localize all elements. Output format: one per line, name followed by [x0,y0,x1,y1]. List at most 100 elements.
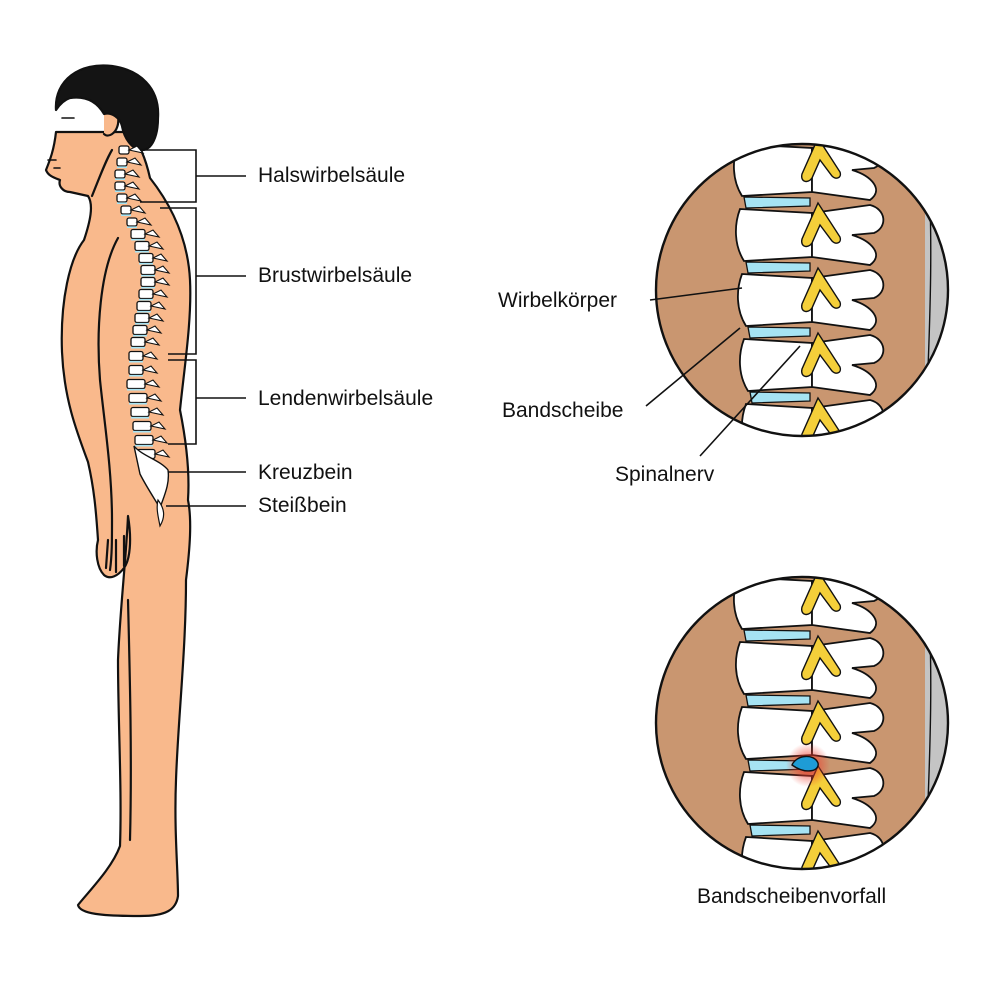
vertebra [114,169,126,179]
vertebral-body [739,771,813,825]
bracket-lumbar [168,359,197,445]
label-thoracic: Brustwirbelsäule [258,264,413,287]
spinous-process [153,265,171,274]
label-coccyx: Steißbein [258,494,347,517]
label-lumbar: Lendenwirbelsäule [258,387,434,410]
vertebra [130,228,146,240]
body-silhouette [44,130,192,918]
spinous-process [123,169,141,178]
intervertebral-disc [745,694,811,707]
vertebra [132,324,148,336]
spinous-process [149,421,167,430]
vertebra [134,312,150,324]
vertebra [140,276,156,288]
vertebra [128,350,144,362]
spinous-process [153,277,171,286]
spinous-process [143,379,161,388]
vertebra [118,145,130,155]
vertebral-body [739,338,813,392]
label-spinal-nerve: Spinalnerv [615,463,715,486]
vertebra [136,300,152,312]
detail-herniation [654,575,950,871]
spinous-process [141,351,159,360]
label-herniation: Bandscheibenvorfall [697,885,887,908]
spinous-process [147,313,165,322]
detail-leaders [645,287,801,457]
spinal-nerve [800,634,842,681]
intervertebral-disc [749,824,811,837]
spinous-process [125,193,143,202]
vertebra [126,378,146,390]
neck-line [90,148,114,198]
spinous-process [125,157,143,166]
vertebra [128,364,144,376]
vertebra [138,288,154,300]
vertebral-body [735,641,813,695]
leader-disc [645,327,741,407]
spinous-process [153,449,171,458]
spinous-process [151,289,169,298]
leader-spinal-nerve [699,345,801,457]
vertebral-body [737,273,813,327]
spinous-process [147,241,165,250]
spinal-nerve [800,144,842,183]
spinous-process [143,229,161,238]
spinous-process [143,337,161,346]
intervertebral-disc [749,391,811,404]
spinal-nerve [800,764,842,811]
vertebral-body [735,208,813,262]
vertebral-body [741,403,813,436]
spinous-process [141,365,159,374]
face-details [47,117,75,169]
vertebra [132,420,152,432]
spine-column [114,145,171,528]
label-cervical: Halswirbelsäule [258,164,406,187]
spinous-process [149,301,167,310]
spinous-process [151,253,169,262]
spinal-nerve [800,577,842,616]
spinous-process [147,407,165,416]
spinous-process [145,325,163,334]
leader-vertebral-body [649,287,743,301]
label-vertebral-body: Wirbelkörper [498,289,618,312]
vertebral-body [741,836,813,869]
vertebra [126,217,138,227]
hand-fingers [104,534,126,574]
spinous-process [123,181,141,190]
region-brackets [140,149,246,507]
spinous-process [135,217,153,226]
disc-herniation [791,755,819,772]
spinal-nerve [800,201,842,248]
detail-normal [654,142,950,438]
coccyx [156,498,165,528]
vertebra [130,406,150,418]
vertebra [134,240,150,252]
spinal-nerve [800,331,842,378]
spinous-process [151,435,169,444]
label-disc: Bandscheibe [502,399,624,422]
bracket-thoracic [160,207,197,355]
vertebra [114,181,126,191]
vertebra [116,193,128,203]
vertebral-body [733,144,813,197]
leg-line [126,598,132,842]
intervertebral-disc [743,196,811,209]
vertebral-body [733,577,813,630]
vertebra [128,392,148,404]
human-figure [44,64,192,918]
intervertebral-disc [745,261,811,274]
vertebra [116,157,128,167]
spinous-process [129,205,147,214]
spinal-nerve [800,266,842,313]
vertebra [138,252,154,264]
spinal-nerve [800,699,842,746]
vertebra [140,264,156,276]
intervertebral-disc [747,326,811,339]
vertebra [120,205,132,215]
arm-outline [97,236,120,572]
spinous-process [145,393,163,402]
vertebra [130,336,146,348]
intervertebral-disc [743,629,811,642]
